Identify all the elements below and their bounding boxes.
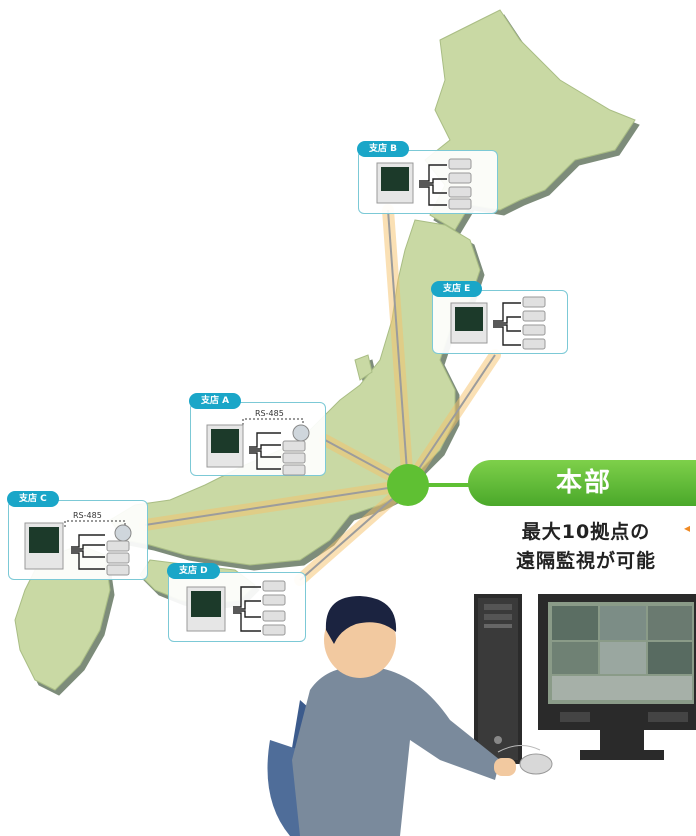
- branch-b-tag: 支店 B: [357, 141, 409, 157]
- link-branch-e: [407, 354, 496, 486]
- island-sado: [354, 354, 373, 381]
- branch-b-panel: 支店 B: [357, 141, 498, 214]
- branch-c-equipment: [24, 520, 132, 576]
- branch-d-equipment: [186, 580, 286, 636]
- headquarters-banner: 本部: [468, 460, 696, 506]
- link-branch-b: [387, 209, 409, 486]
- camera-icon: [282, 452, 306, 464]
- arrow-icon: ◂: [684, 521, 691, 535]
- dvr-recorder-icon: [186, 586, 226, 632]
- camera-icon: [448, 172, 472, 184]
- branch-b-equipment: [376, 158, 472, 210]
- branch-c-tag: 支店 C: [7, 491, 59, 507]
- branch-a-equipment: [206, 418, 310, 476]
- rs485-label-a: RS-485: [255, 409, 284, 418]
- branch-d-tag: 支店 D: [167, 563, 220, 579]
- monitor-icon: [538, 594, 696, 760]
- camera-icon: [282, 440, 306, 452]
- camera-icon: [106, 564, 130, 576]
- camera-icon: [448, 186, 472, 198]
- headquarters-caption-line1: 最大10拠点の: [521, 521, 651, 543]
- branch-e-tag: 支店 E: [431, 281, 483, 297]
- camera-icon: [522, 324, 546, 336]
- link-line-group: [144, 209, 496, 581]
- pc-tower-icon: [474, 594, 522, 764]
- mouse-icon: [497, 745, 553, 775]
- camera-icon: [448, 158, 472, 170]
- camera-icon: [106, 552, 130, 564]
- dvr-recorder-icon: [24, 522, 64, 570]
- operator-icon: [267, 596, 516, 836]
- camera-icon: [522, 310, 546, 322]
- camera-icon: [262, 594, 286, 606]
- headquarters-caption-line2: 遠隔監視が可能: [515, 550, 656, 572]
- camera-icon: [262, 624, 286, 636]
- dvr-recorder-icon: [450, 302, 488, 344]
- branch-e-panel: 支店 E: [431, 281, 568, 354]
- link-branch-c: [144, 484, 409, 526]
- branch-a-tag: 支店 A: [189, 393, 242, 409]
- hub-node: [387, 464, 429, 506]
- camera-icon: [448, 198, 472, 210]
- dvr-recorder-icon: [376, 162, 414, 204]
- branch-c-panel: 支店 C RS-485: [7, 491, 148, 580]
- link-branch-d: [299, 484, 409, 581]
- camera-icon: [282, 464, 306, 476]
- branch-d-panel: 支店 D: [167, 563, 306, 642]
- branch-e-equipment: [450, 296, 546, 350]
- camera-icon: [522, 296, 546, 308]
- rs485-label-c: RS-485: [73, 511, 102, 520]
- dvr-recorder-icon: [206, 424, 244, 468]
- branch-a-panel: 支店 A RS-485: [189, 393, 326, 476]
- camera-icon: [522, 338, 546, 350]
- camera-icon: [262, 580, 286, 592]
- camera-icon: [106, 540, 130, 552]
- camera-icon: [262, 610, 286, 622]
